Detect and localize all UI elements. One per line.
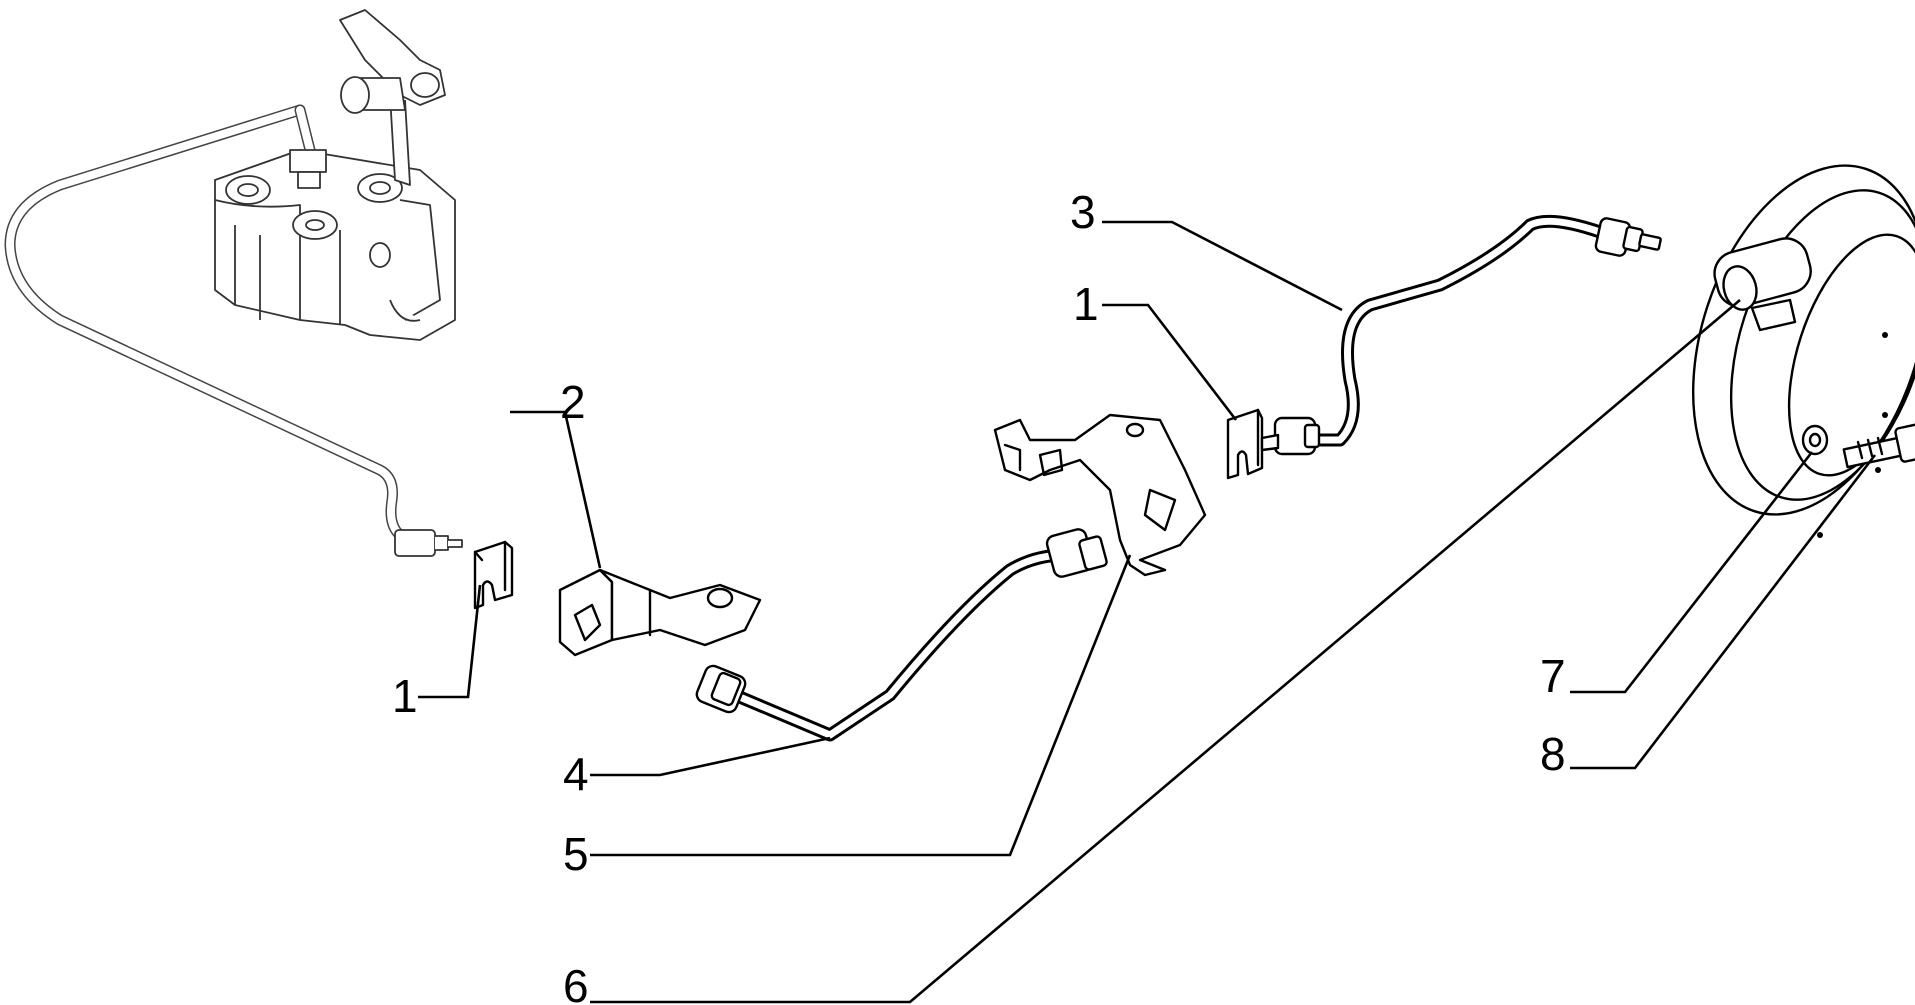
callout-2: 2 — [560, 376, 586, 428]
pipe-3 — [1260, 214, 1662, 456]
callout-7: 7 — [1540, 650, 1566, 702]
callout-5: 5 — [563, 828, 589, 880]
callout-4: 4 — [563, 748, 589, 800]
callout-1-left: 1 — [392, 670, 418, 722]
callout-8: 8 — [1540, 728, 1566, 780]
pipe-4 — [695, 528, 1108, 742]
callout-1-right: 1 — [1073, 278, 1099, 330]
bolt-8 — [1842, 423, 1915, 469]
callout-labels: 1 1 2 3 4 5 6 7 8 — [392, 186, 1566, 1005]
wheel-cylinder-6 — [1713, 237, 1812, 332]
callout-6: 6 — [563, 960, 589, 1005]
brake-pressure-regulator — [4, 9, 463, 557]
callout-3: 3 — [1070, 186, 1096, 238]
clip-1-right — [1226, 408, 1264, 480]
bracket-5 — [993, 413, 1207, 577]
washer-7 — [1801, 424, 1829, 456]
clip-1-left — [473, 540, 514, 610]
leader-lines — [418, 220, 1877, 1004]
bracket-2 — [558, 568, 762, 657]
